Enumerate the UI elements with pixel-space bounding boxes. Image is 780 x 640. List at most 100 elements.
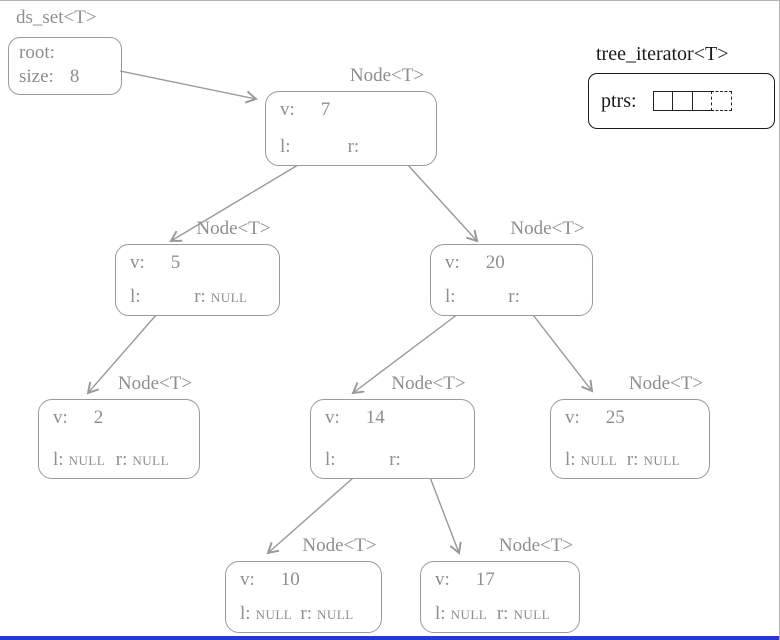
r-label: r: <box>347 136 360 157</box>
node-value-row: v:2 <box>53 407 103 429</box>
ds-set-title: ds_set<T> <box>16 7 97 28</box>
l-label: l: <box>130 286 141 307</box>
node-value-row: v: 20 <box>445 252 505 274</box>
l-label: l: <box>280 136 291 157</box>
node-type-label: Node<T> <box>117 373 193 394</box>
tree-iterator-box: ptrs: <box>588 73 775 129</box>
r-label: r: <box>115 449 128 470</box>
v-label: v: <box>130 252 145 273</box>
node-box: v: 5 l: r: NULL <box>115 244 280 316</box>
ptr-cell-dashed <box>711 91 733 111</box>
l-label: l: <box>240 603 251 624</box>
l-value: NULL <box>255 607 293 622</box>
node-box: v:2 l: NULL r: NULL <box>38 399 200 479</box>
node-value-row: v: 14 <box>325 407 385 429</box>
v-label: v: <box>435 569 450 590</box>
r-label: r: <box>194 286 206 307</box>
node-value: 17 <box>475 569 495 590</box>
size-value: 8 <box>69 66 80 87</box>
node-value: 7 <box>320 99 331 120</box>
node-value: 25 <box>605 407 625 428</box>
root-label: root: <box>19 42 55 63</box>
node-type-label: Node<T> <box>391 373 466 394</box>
ptrs-label: ptrs: <box>601 89 637 112</box>
l-label: l: <box>435 603 446 624</box>
right-pointer: r: NULL <box>497 603 550 625</box>
node-value-row: v: 7 <box>280 99 330 121</box>
node-value: 10 <box>280 569 300 590</box>
l-label: l: <box>53 449 64 470</box>
node-type-label: Node<T> <box>510 218 585 239</box>
node-type-label: Node<T> <box>349 65 425 86</box>
size-label: size: <box>19 66 54 87</box>
v-label: v: <box>280 99 295 120</box>
node-value: 5 <box>170 252 181 273</box>
r-label: r: <box>626 449 639 470</box>
node-value: 2 <box>93 407 104 428</box>
ptr-cell <box>652 91 674 111</box>
tree-iterator-title: tree_iterator<T> <box>596 43 729 65</box>
r-label: r: <box>389 449 401 470</box>
right-pointer: r: <box>348 136 365 158</box>
right-pointer: r: <box>508 286 525 308</box>
r-label: r: <box>300 603 312 624</box>
node-7: Node<T> v: 7 l: r: <box>265 65 437 166</box>
ptr-cell <box>691 91 713 111</box>
node-5: Node<T> v: 5 l: r: NULL <box>115 218 280 316</box>
v-label: v: <box>325 407 340 428</box>
v-label: v: <box>240 569 255 590</box>
l-label: l: <box>325 449 336 470</box>
node-type-label: Node<T> <box>498 535 574 556</box>
l-value: NULL <box>580 453 618 468</box>
r-label: r: <box>508 286 520 307</box>
l-value: NULL <box>450 607 488 622</box>
l-label: l: <box>565 449 576 470</box>
node-value-row: v: 10 <box>240 569 300 591</box>
node-value-row: v: 5 <box>130 252 180 274</box>
node-value: 20 <box>485 252 505 273</box>
left-pointer: l: NULL <box>240 603 292 625</box>
tree-iterator: tree_iterator<T> ptrs: <box>588 43 775 131</box>
size-row: size: 8 <box>19 66 79 88</box>
right-pointer: r: NULL <box>300 603 353 625</box>
root-pointer-row: root: <box>19 42 55 64</box>
node-box: v: 17 l: NULL r: NULL <box>420 561 580 633</box>
left-pointer: l: NULL <box>435 603 487 625</box>
node-box: v: 10 l: NULL r: NULL <box>225 561 382 633</box>
left-pointer: l: <box>325 449 341 471</box>
right-pointer: r: NULL <box>194 286 247 308</box>
node-box: v: 20 l: r: <box>430 244 593 316</box>
r-value: NULL <box>210 290 248 305</box>
r-value: NULL <box>317 607 354 622</box>
left-pointer: l: NULL <box>565 449 617 471</box>
l-value: NULL <box>68 453 106 468</box>
node-type-label: Node<T> <box>628 373 704 394</box>
bottom-window-edge <box>0 636 779 640</box>
node-value-row: v: 17 <box>435 569 495 591</box>
v-label: v: <box>445 252 460 273</box>
node-10: Node<T> v:10 l:NULL r:NULL <box>225 535 382 633</box>
r-value: NULL <box>513 607 551 622</box>
left-pointer: l: <box>445 286 461 308</box>
ptrs-array <box>652 91 733 111</box>
ptr-cell <box>672 91 694 111</box>
left-pointer: l: NULL <box>53 449 105 471</box>
node-value-row: v:25 <box>565 407 625 429</box>
right-pointer: r: NULL <box>116 449 169 471</box>
ds-set-box: root: size: 8 <box>8 37 122 95</box>
right-pointer: r: <box>389 449 406 471</box>
node-type-label: Node<T> <box>196 218 271 239</box>
r-value: NULL <box>132 453 170 468</box>
r-label: r: <box>496 603 509 624</box>
left-pointer: l: <box>130 286 146 308</box>
node-box: v: 14 l: r: <box>310 399 475 479</box>
node-2: Node<T> v:2 l: NULL r: NULL <box>38 373 200 479</box>
node-box: v: 7 l: r: <box>265 91 437 166</box>
l-label: l: <box>445 286 456 307</box>
right-pointer: r:NULL <box>627 449 680 471</box>
node-value: 14 <box>365 407 385 428</box>
ds-set-handle: ds_set<T> root: size: 8 <box>8 7 122 95</box>
node-box: v:25 l: NULL r:NULL <box>550 399 710 479</box>
left-pointer: l: <box>280 136 296 158</box>
